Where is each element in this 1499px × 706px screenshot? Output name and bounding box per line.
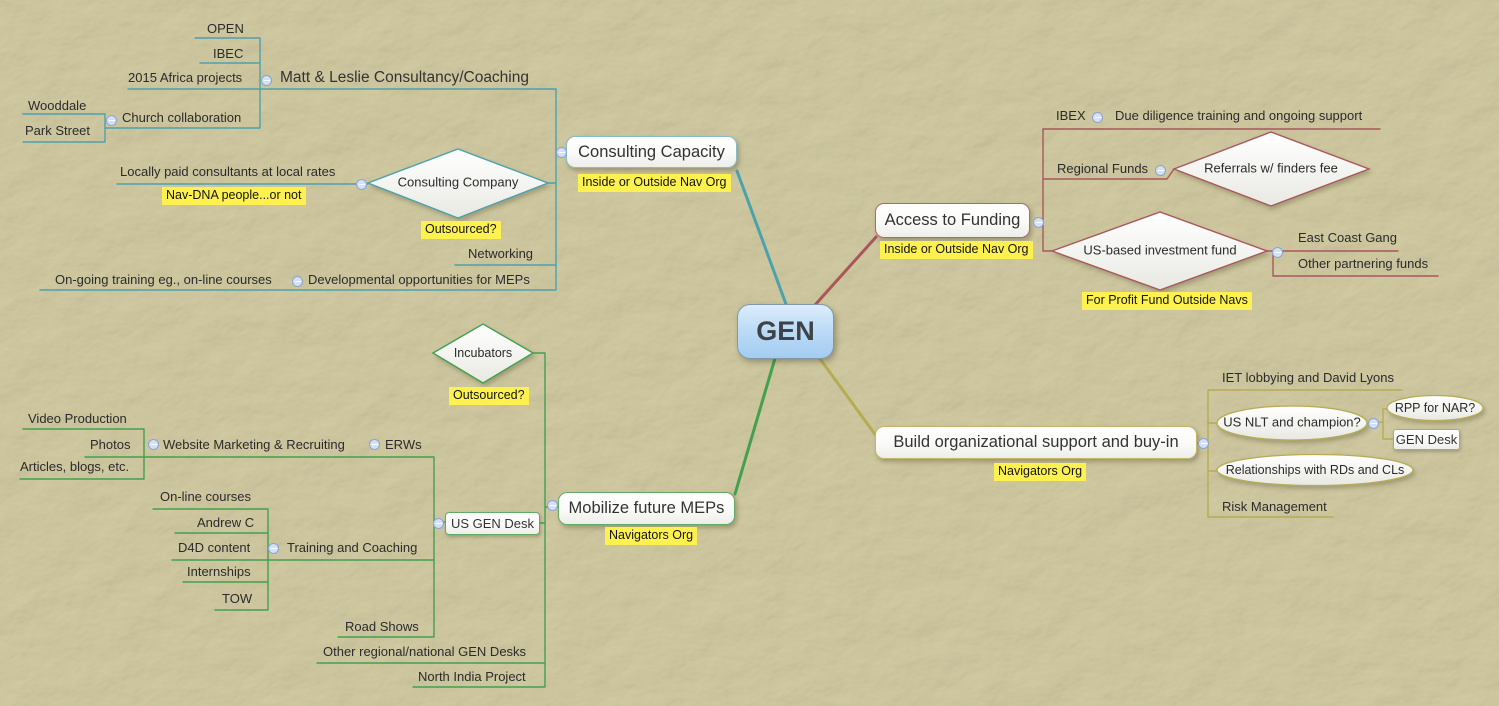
topic-road-shows[interactable]: Road Shows xyxy=(345,619,419,634)
topic-tow[interactable]: TOW xyxy=(222,591,253,606)
topic-ongoing-training[interactable]: On-going training eg., on-line courses xyxy=(55,272,272,287)
topic-other-partnering-funds[interactable]: Other partnering funds xyxy=(1298,256,1429,271)
topic-networking[interactable]: Networking xyxy=(468,246,534,261)
mobilize-subtree-lines xyxy=(19,352,559,688)
topic-consulting-company[interactable]: Consulting Company xyxy=(397,174,519,190)
topic-online-courses[interactable]: On-line courses xyxy=(160,489,252,504)
collapse-icon-regional-funds[interactable] xyxy=(1155,165,1166,176)
diamond-referrals[interactable] xyxy=(1172,131,1371,207)
collapse-icon-website-left[interactable] xyxy=(148,439,159,450)
callout-access-to-funding[interactable]: Inside or Outside Nav Org xyxy=(880,241,1033,259)
topic-us-based-investment-fund[interactable]: US-based investment fund xyxy=(1083,242,1237,258)
diamond-consulting-company[interactable] xyxy=(366,148,550,219)
topic-us-nlt-champion[interactable]: US NLT and champion? xyxy=(1223,414,1361,430)
funding-subtree-lines xyxy=(1042,128,1439,277)
topic-video-production[interactable]: Video Production xyxy=(28,411,127,426)
collapse-icon-mobilize[interactable] xyxy=(547,500,558,511)
topic-regional-funds[interactable]: Regional Funds xyxy=(1057,161,1149,176)
collapse-icon-dev-opps[interactable] xyxy=(292,276,303,287)
topic-risk-management[interactable]: Risk Management xyxy=(1222,499,1327,514)
branch-line-funding xyxy=(804,235,878,317)
collapse-icon-access-funding[interactable] xyxy=(1033,217,1044,228)
topic-matt-leslie[interactable]: Matt & Leslie Consultancy/Coaching xyxy=(280,69,529,86)
ellipse-relationships[interactable] xyxy=(1216,453,1414,487)
collapse-icon-church[interactable] xyxy=(106,115,117,126)
topic-other-regional-gen-desks[interactable]: Other regional/national GEN Desks xyxy=(323,644,527,659)
collapse-icon-us-gen-desk[interactable] xyxy=(433,518,444,529)
branch-line-consulting xyxy=(735,169,792,317)
collapse-icon-ibex[interactable] xyxy=(1092,112,1103,123)
topic-andrew-c[interactable]: Andrew C xyxy=(197,515,255,530)
branch-line-build xyxy=(813,350,879,439)
topic-erws[interactable]: ERWs xyxy=(385,437,422,452)
topic-us-gen-desk[interactable]: US GEN Desk xyxy=(445,512,540,535)
collapse-icon-us-fund[interactable] xyxy=(1272,247,1283,258)
topic-open[interactable]: OPEN xyxy=(207,21,244,36)
topic-referrals-finders-fee[interactable]: Referrals w/ finders fee xyxy=(1204,160,1338,176)
diamond-incubators[interactable] xyxy=(431,323,535,384)
collapse-icon-consulting-company[interactable] xyxy=(356,179,367,190)
topic-east-coast-gang[interactable]: East Coast Gang xyxy=(1298,230,1397,245)
topic-relationships-rds-cls[interactable]: Relationships with RDs and CLs xyxy=(1225,462,1405,477)
topic-developmental-opportunities[interactable]: Developmental opportunities for MEPs xyxy=(308,272,530,287)
topic-training-and-coaching[interactable]: Training and Coaching xyxy=(287,540,418,555)
callout-nav-dna[interactable]: Nav-DNA people...or not xyxy=(162,187,306,205)
topic-incubators[interactable]: Incubators xyxy=(453,345,513,360)
collapse-icon-us-nlt[interactable] xyxy=(1368,418,1379,429)
diamond-us-fund[interactable] xyxy=(1049,211,1270,291)
central-topic-gen[interactable]: GEN xyxy=(737,304,834,359)
topic-mobilize-future-meps[interactable]: Mobilize future MEPs xyxy=(558,492,735,525)
collapse-icon-consulting-capacity[interactable] xyxy=(556,147,567,158)
collapse-icon-matt-leslie[interactable] xyxy=(261,75,272,86)
topic-iet-lobbying[interactable]: IET lobbying and David Lyons xyxy=(1222,370,1394,385)
collapse-icon-website-right[interactable] xyxy=(369,439,380,450)
topic-gen-desk[interactable]: GEN Desk xyxy=(1393,429,1460,450)
topic-access-to-funding[interactable]: Access to Funding xyxy=(875,203,1030,238)
topic-photos[interactable]: Photos xyxy=(90,437,131,452)
callout-consulting-capacity[interactable]: Inside or Outside Nav Org xyxy=(578,174,731,192)
topic-d4d-content[interactable]: D4D content xyxy=(178,540,251,555)
topic-north-india-project[interactable]: North India Project xyxy=(418,669,526,684)
callout-outsourced-consulting[interactable]: Outsourced? xyxy=(421,221,501,239)
topic-2015-africa-projects[interactable]: 2015 Africa projects xyxy=(128,70,243,85)
topic-internships[interactable]: Internships xyxy=(187,564,251,579)
topic-ibec[interactable]: IBEC xyxy=(213,46,244,61)
main-branches xyxy=(733,169,879,496)
topic-locally-paid-consultants[interactable]: Locally paid consultants at local rates xyxy=(120,164,336,179)
topic-build-support[interactable]: Build organizational support and buy-in xyxy=(875,426,1197,459)
collapse-icon-training[interactable] xyxy=(268,543,279,554)
callout-for-profit-fund[interactable]: For Profit Fund Outside Navs xyxy=(1082,292,1252,310)
topic-rpp-for-nar[interactable]: RPP for NAR? xyxy=(1394,400,1476,415)
topic-consulting-capacity[interactable]: Consulting Capacity xyxy=(566,136,737,168)
topic-park-street[interactable]: Park Street xyxy=(25,123,91,138)
topic-shapes xyxy=(366,131,1484,487)
ellipse-us-nlt[interactable] xyxy=(1216,405,1368,441)
topic-wooddale[interactable]: Wooddale xyxy=(28,98,87,113)
callout-outsourced-incubators[interactable]: Outsourced? xyxy=(449,387,529,405)
topic-articles-blogs[interactable]: Articles, blogs, etc. xyxy=(20,459,130,474)
topic-due-diligence[interactable]: Due diligence training and ongoing suppo… xyxy=(1115,108,1363,123)
callout-mobilize[interactable]: Navigators Org xyxy=(605,527,698,545)
ellipse-rpp[interactable] xyxy=(1386,394,1484,422)
collapse-icon-build-support[interactable] xyxy=(1198,438,1209,449)
topic-website-marketing[interactable]: Website Marketing & Recruiting xyxy=(163,437,345,452)
callout-build-support[interactable]: Navigators Org xyxy=(994,463,1087,481)
topic-church-collaboration[interactable]: Church collaboration xyxy=(122,110,242,125)
topic-ibex[interactable]: IBEX xyxy=(1056,108,1086,123)
branch-line-mobilize xyxy=(733,353,778,496)
